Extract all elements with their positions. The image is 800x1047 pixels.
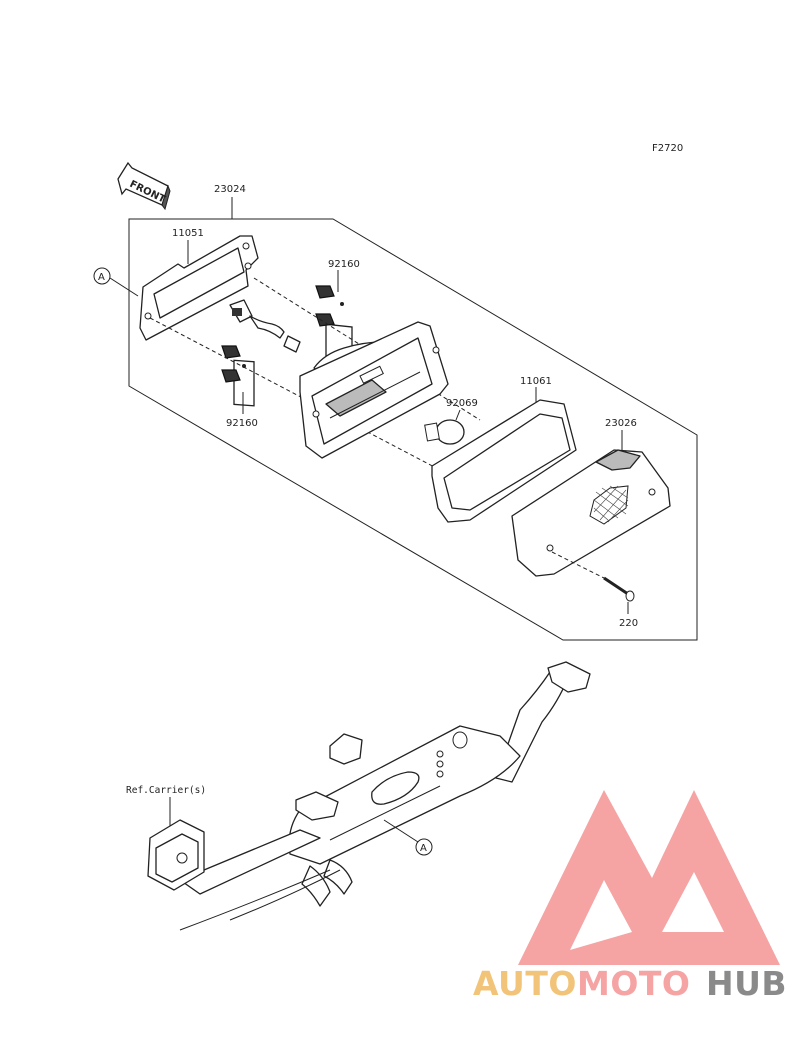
label-11061: 11061	[520, 376, 552, 387]
label-92160-upper: 92160	[328, 259, 360, 270]
label-23026: 23026	[605, 418, 637, 429]
svg-text:A: A	[98, 272, 105, 283]
assembly-boundary	[128, 218, 698, 641]
lamp-housing	[299, 321, 449, 459]
gasket-bracket-11051	[139, 235, 259, 341]
ref-marker-top: A	[93, 267, 139, 297]
label-220: 220	[619, 618, 638, 629]
logo-part-auto: AUTO	[473, 964, 577, 1003]
svg-text:A: A	[420, 843, 427, 854]
label-92160-lower: 92160	[226, 418, 258, 429]
lens-gasket-11061	[431, 399, 577, 523]
automotohub-logo: AUTO MOTO HUB	[473, 790, 787, 1003]
logo-part-moto: MOTO	[577, 964, 690, 1003]
lens-23026	[511, 449, 671, 577]
label-92069: 92069	[446, 398, 478, 409]
front-arrow-icon: FRONT	[117, 161, 171, 211]
label-23024: 23024	[214, 184, 246, 195]
logo-part-hub: HUB	[706, 964, 787, 1003]
label-11051: 11051	[172, 228, 204, 239]
ref-marker-bottom: A	[415, 838, 433, 856]
ref-carrier-note: Ref.Carrier(s)	[126, 785, 206, 796]
screw-220	[603, 576, 635, 602]
bolts-lower-92160	[221, 345, 255, 407]
bulb-socket	[229, 299, 301, 353]
figure-code: F2720	[652, 143, 683, 154]
carrier-frame	[147, 661, 591, 931]
bulb-92069	[424, 419, 465, 445]
